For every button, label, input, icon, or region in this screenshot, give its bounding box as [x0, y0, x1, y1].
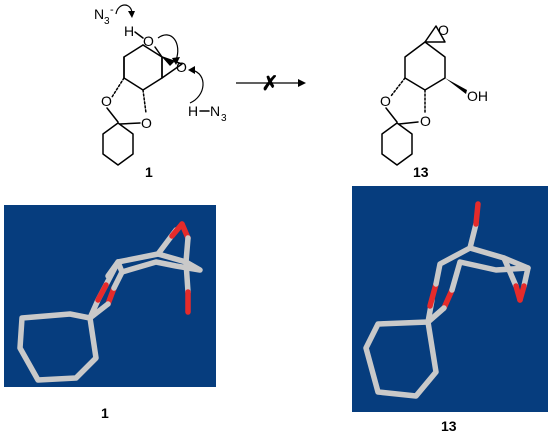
epoxide-bonds — [424, 25, 446, 43]
hydroxyl-label: OH — [467, 88, 488, 104]
azide-ion-charge: - — [110, 4, 114, 16]
co-bond — [154, 46, 163, 58]
model-panel-13: 13 — [352, 186, 548, 434]
ketal-o2-label: O — [141, 115, 152, 131]
ketal-o1-label: O — [380, 93, 391, 109]
epoxide-bonds — [161, 56, 183, 79]
arrowhead-icon — [172, 57, 180, 65]
arrowhead-icon — [188, 66, 195, 74]
ketal-bond — [119, 122, 141, 125]
ketal-bond — [106, 107, 119, 123]
model-1-caption: 1 — [101, 405, 109, 421]
arrowhead-icon — [298, 79, 306, 87]
product-id-label: 13 — [413, 164, 429, 180]
ring-bonds — [404, 41, 446, 91]
spiro-cyclohexane — [381, 122, 413, 166]
epoxide-o-label: O — [438, 22, 449, 38]
curved-arrow-hydrazoic — [189, 69, 204, 104]
arrowhead-icon — [128, 11, 135, 18]
ketal-bond — [385, 107, 398, 123]
model-oxygen-stick — [427, 281, 439, 309]
ring-bonds — [123, 44, 163, 91]
ketal-o2-label: O — [420, 113, 431, 129]
model-cyclohexane-sticks — [363, 319, 439, 399]
ring-bond — [142, 44, 163, 58]
model-bond-stick — [467, 221, 479, 251]
azide-ion-subscript: 3 — [104, 16, 110, 27]
hashed-bond — [390, 77, 406, 97]
ketal-bond — [398, 121, 419, 125]
model-oxygen-stick — [105, 285, 117, 307]
model-panel-1: 1 — [4, 205, 216, 421]
hydroxyl-h-label: H — [124, 23, 134, 39]
model-oxygen-stick — [441, 287, 455, 311]
model-cyclohexane-sticks — [17, 311, 99, 383]
spiro-cyclohexane — [102, 122, 134, 166]
model-oxygen-stick — [95, 282, 109, 303]
hashed-bond — [111, 77, 125, 98]
hashed-bond — [142, 89, 147, 114]
curved-arrow-oxygen — [157, 34, 179, 61]
model-13-caption: 13 — [441, 418, 457, 434]
ketal-o1-label: O — [101, 93, 112, 109]
epoxide-o-label: O — [176, 59, 187, 75]
oh-wedge — [445, 78, 467, 94]
blocked-cross-icon: ✗ — [262, 73, 279, 95]
model-bond-stick — [111, 269, 125, 291]
model-oxygen-stick — [473, 201, 481, 227]
model-bond-stick — [183, 235, 191, 265]
model-bond-stick — [425, 305, 447, 325]
reactant-id-label: 1 — [145, 164, 153, 180]
model-bond-stick — [521, 265, 531, 289]
model-bond-stick — [501, 255, 519, 289]
model-oxygen-stick — [517, 283, 527, 303]
epoxide-wedge — [162, 57, 174, 66]
reactant-structure: N 3 - H O O H N 3 O O — [94, 4, 227, 180]
hydrazoic-n-label: N — [210, 103, 220, 119]
hydrazoic-subscript: 3 — [221, 113, 227, 124]
model-bond-stick — [183, 259, 191, 295]
product-structure: O OH O O 13 — [380, 22, 488, 180]
model-ring-sticks — [433, 245, 531, 293]
model-bond-stick — [87, 301, 111, 321]
hydroxyl-o-label: O — [143, 33, 154, 49]
hydrazoic-h-label: H — [188, 103, 198, 119]
reaction-arrow: ✗ — [236, 73, 306, 95]
model-bond-sticks — [87, 259, 121, 321]
azide-ion-symbol: N — [94, 6, 104, 22]
oh-bond — [134, 31, 144, 39]
